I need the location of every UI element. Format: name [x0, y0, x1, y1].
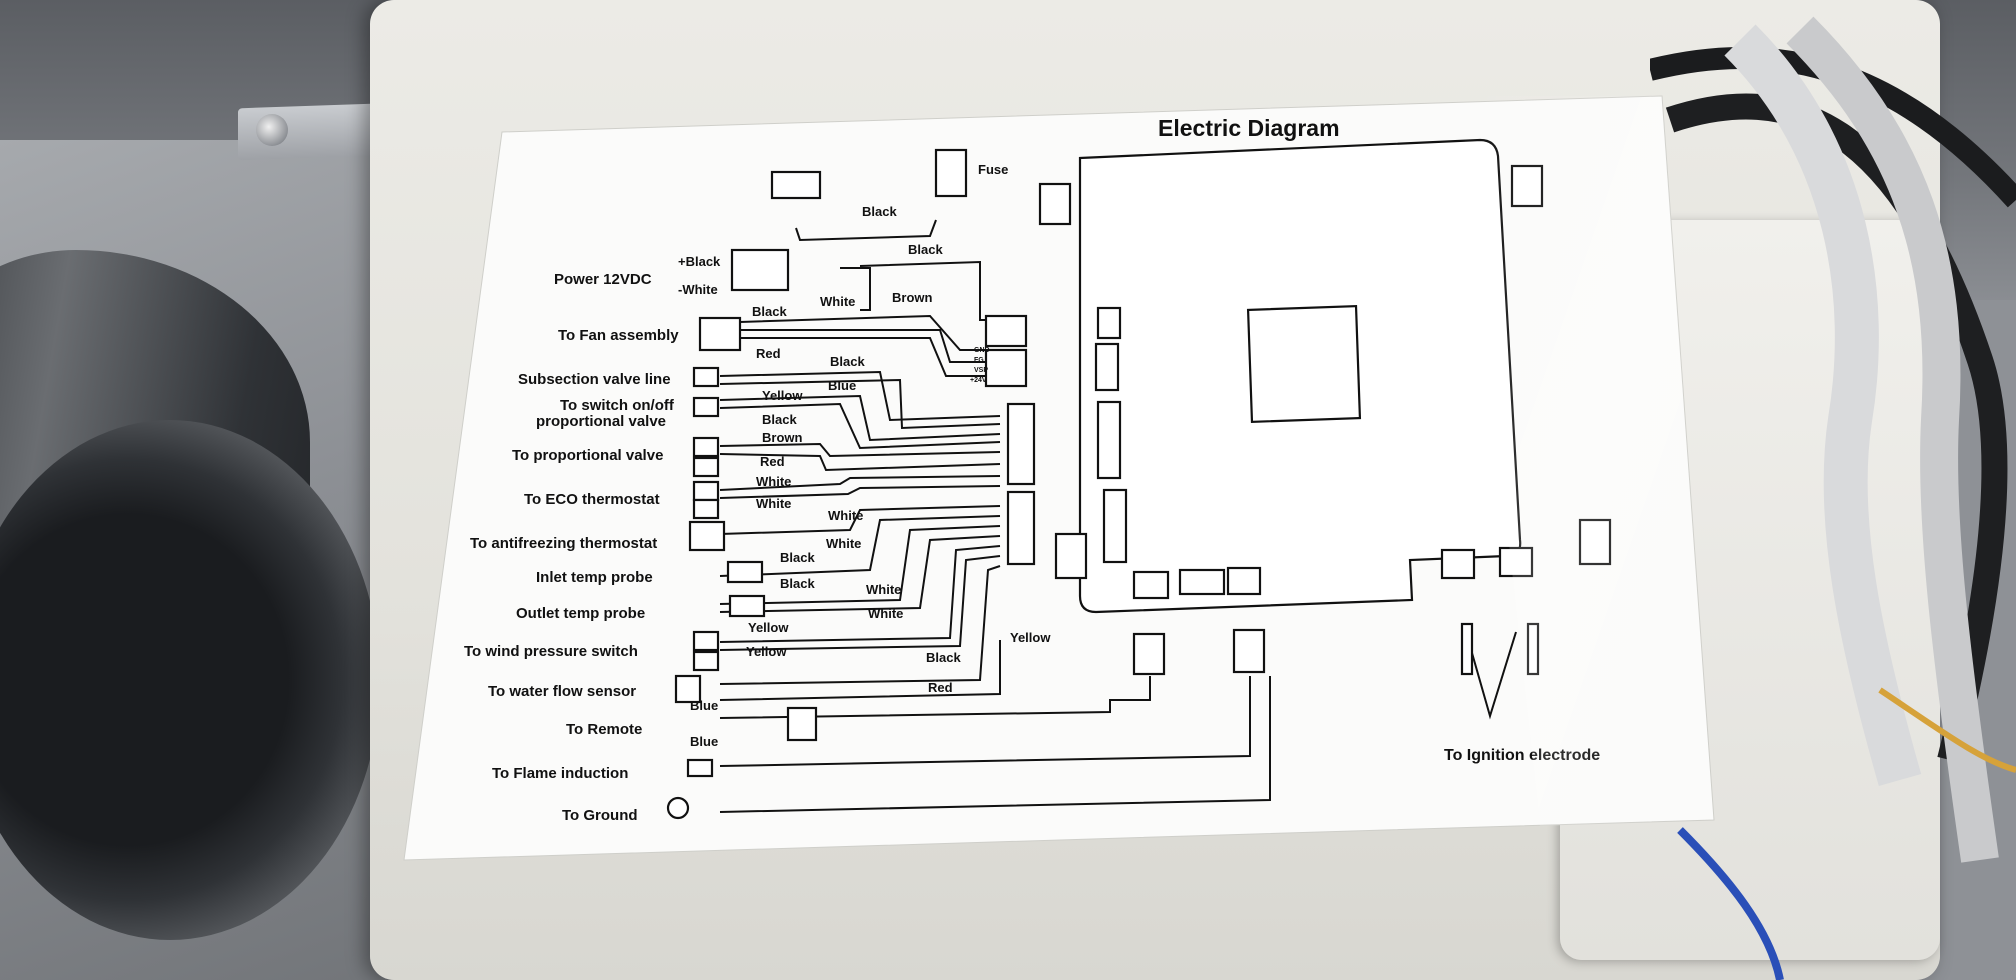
wire-label: Black: [780, 576, 815, 591]
label-power: Power 12VDC: [554, 271, 652, 288]
cable-bundle: [1650, 16, 2016, 980]
wire-label: Blue: [690, 698, 718, 713]
wire-label: White: [828, 508, 863, 523]
wire-label: Yellow: [748, 620, 789, 635]
label-antifreeze: To antifreezing thermostat: [470, 535, 657, 552]
wire-label: +Black: [678, 254, 721, 269]
screw-icon: [256, 114, 288, 146]
pin-label: FG: [974, 357, 984, 364]
label-prop-valve: proportional valve: [536, 413, 666, 430]
wire-label: White: [868, 606, 903, 621]
wire-label: White: [756, 496, 791, 511]
wire-label: -White: [678, 282, 718, 297]
ground-ring-icon: [666, 796, 690, 820]
wire-label: White: [866, 582, 901, 597]
wire-label: Red: [756, 346, 781, 361]
label-switch-onoff: To switch on/off: [560, 397, 675, 414]
label-ground: To Ground: [562, 807, 638, 824]
wiring-lines: [719, 219, 1517, 813]
wire-label: Black: [908, 242, 943, 257]
wire-label: Yellow: [1010, 630, 1051, 645]
wire-label: White: [826, 536, 861, 551]
diagram-title: Electric Diagram: [1158, 115, 1340, 141]
label-wind: To wind pressure switch: [464, 643, 638, 660]
wire-label: Red: [928, 680, 953, 695]
label-flame: To Flame induction: [492, 765, 628, 782]
pin-label: GND: [974, 347, 990, 354]
wire-label: Black: [752, 304, 787, 319]
wire-label: Yellow: [762, 388, 803, 403]
connector-parts: [666, 148, 1540, 820]
label-to-prop-valve: To proportional valve: [512, 447, 663, 464]
sheet-glare: [1460, 96, 1714, 826]
flue-flange: [0, 420, 380, 940]
rocker-switch-icon: [770, 170, 822, 200]
label-inlet: Inlet temp probe: [536, 569, 653, 586]
wire-label: Black: [762, 412, 797, 427]
wire-label: Blue: [828, 378, 856, 393]
wire-label: White: [756, 474, 791, 489]
wire-label: Black: [926, 650, 961, 665]
wire-label: Black: [862, 204, 897, 219]
pin-label: +24V: [970, 377, 987, 384]
control-board-icon: [1038, 138, 1612, 676]
label-outlet: Outlet temp probe: [516, 605, 645, 622]
wire-label: Brown: [762, 430, 803, 445]
wire-label: Red: [760, 454, 785, 469]
label-fan: To Fan assembly: [558, 327, 679, 344]
wire-label: Blue: [690, 734, 718, 749]
label-subsection: Subsection valve line: [518, 371, 671, 388]
label-water-flow: To water flow sensor: [488, 683, 636, 700]
wire-label: Black: [780, 550, 815, 565]
label-remote: To Remote: [566, 721, 642, 738]
wire-label: Brown: [892, 290, 933, 305]
wire-label: Fuse: [978, 162, 1008, 177]
wire-label: White: [820, 294, 855, 309]
fuse-icon: [934, 148, 968, 198]
wire-label: Yellow: [746, 644, 787, 659]
wire-label: Black: [830, 354, 865, 369]
pin-label: VSP: [974, 367, 988, 374]
label-eco: To ECO thermostat: [524, 491, 660, 508]
